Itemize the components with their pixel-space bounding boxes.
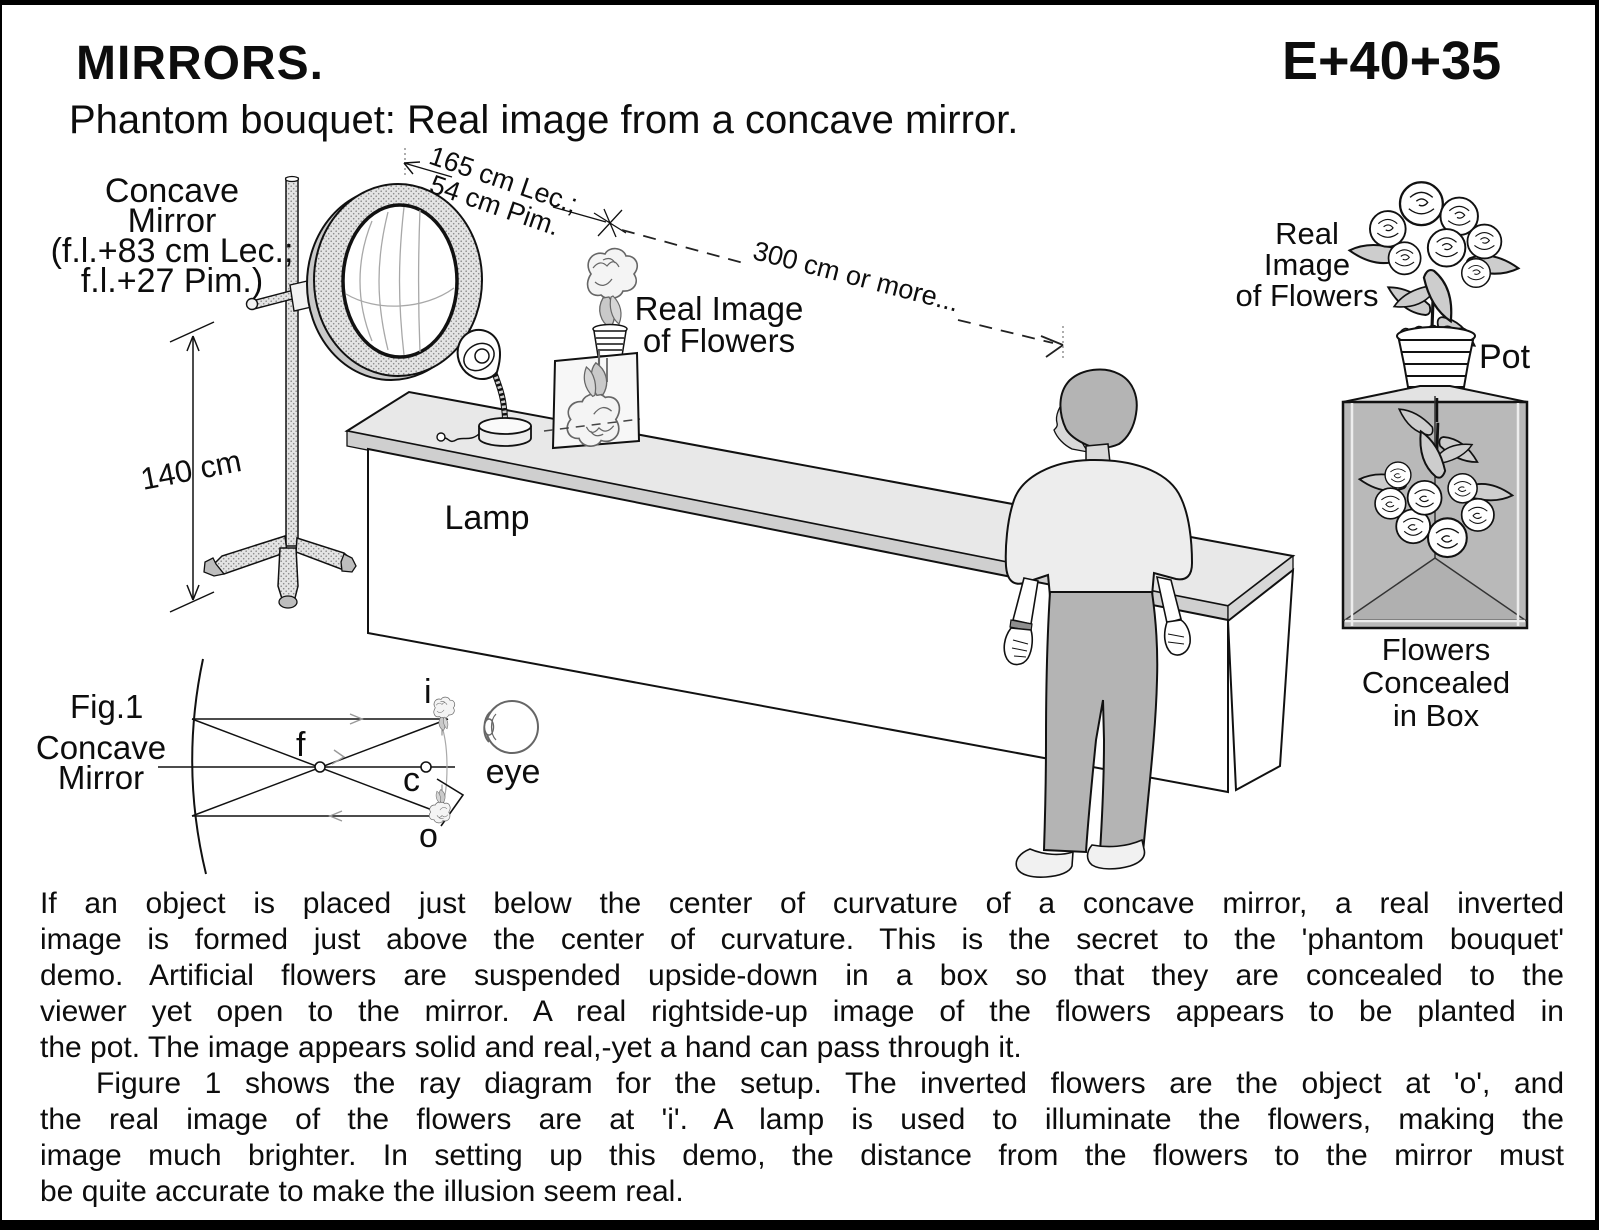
concave-mirror-drawing: [306, 183, 484, 381]
focal-point-marker: [314, 761, 326, 773]
lamp-bulb: [474, 348, 490, 364]
figure-mirror-label: Concave Mirror: [35, 729, 167, 796]
description-line: If an object is placed just below the ce…: [40, 887, 1564, 920]
image-flower-sketch: [433, 696, 456, 736]
person-left-hand: [1003, 627, 1034, 666]
table-flower-box: [543, 247, 641, 450]
reference-star-mark: [593, 208, 627, 238]
figure-caption: Fig.1: [70, 688, 144, 725]
real-image-display-label: Real Image of Flowers: [1235, 216, 1379, 313]
concealed-flowers-label: Flowers Concealed in Box: [1361, 632, 1511, 733]
lamp-drawing: [436, 329, 532, 447]
description-line: demo. Artificial flowers are suspended u…: [40, 959, 1564, 992]
lamp-label: Lamp: [444, 499, 530, 537]
catalog-code: E+40+35: [1282, 31, 1502, 91]
point-c-label: c: [403, 761, 420, 799]
point-f-label: f: [296, 726, 306, 764]
eye-icon: [483, 700, 539, 754]
real-image-table-label: Real Image of Flowers: [634, 290, 804, 359]
point-i-label: i: [424, 673, 432, 711]
mirror-distance-dimension: [403, 148, 627, 238]
person-left-shoe: [1015, 848, 1074, 878]
page-title: MIRRORS.: [76, 37, 324, 90]
lamp-plug: [436, 432, 446, 442]
person-right-hand: [1163, 619, 1191, 656]
description-line: the pot. The image appears solid and rea…: [40, 1031, 1022, 1064]
description-line: image much brighter. In setting up this …: [40, 1139, 1564, 1172]
description-text: If an object is placed just below the ce…: [40, 886, 1564, 1210]
point-o-label: o: [419, 817, 438, 855]
display-pot: [1397, 339, 1475, 388]
page-subtitle: Phantom bouquet: Real image from a conca…: [69, 98, 1019, 142]
mirror-stand: [203, 175, 357, 609]
ray-diagram: [158, 658, 539, 875]
description-line: Figure 1 shows the ray diagram for the s…: [96, 1067, 1564, 1100]
pot-label: Pot: [1479, 338, 1531, 376]
description-line: image is formed just above the center of…: [40, 923, 1564, 956]
viewing-distance-dimension: [621, 229, 1064, 360]
center-point-marker: [420, 761, 432, 773]
height-dimension: [169, 321, 215, 613]
person-hair: [1059, 368, 1138, 449]
person-shirt: [1004, 458, 1194, 597]
concave-mirror-label: Concave Mirror (f.l.+83 cm Lec.; f.l.+27…: [50, 172, 294, 300]
mirror-surface-curves: [345, 206, 455, 356]
eye-label: eye: [485, 753, 541, 791]
person: [1003, 368, 1194, 878]
description-line: be quite accurate to make the illusion s…: [40, 1175, 684, 1208]
display-box: [1341, 182, 1529, 630]
person-right-shoe: [1086, 838, 1146, 870]
description-line: the real image of the flowers are at 'i'…: [40, 1103, 1564, 1136]
description-line: viewer yet open to the mirror. A real ri…: [40, 995, 1564, 1028]
person-pants: [1042, 591, 1159, 854]
